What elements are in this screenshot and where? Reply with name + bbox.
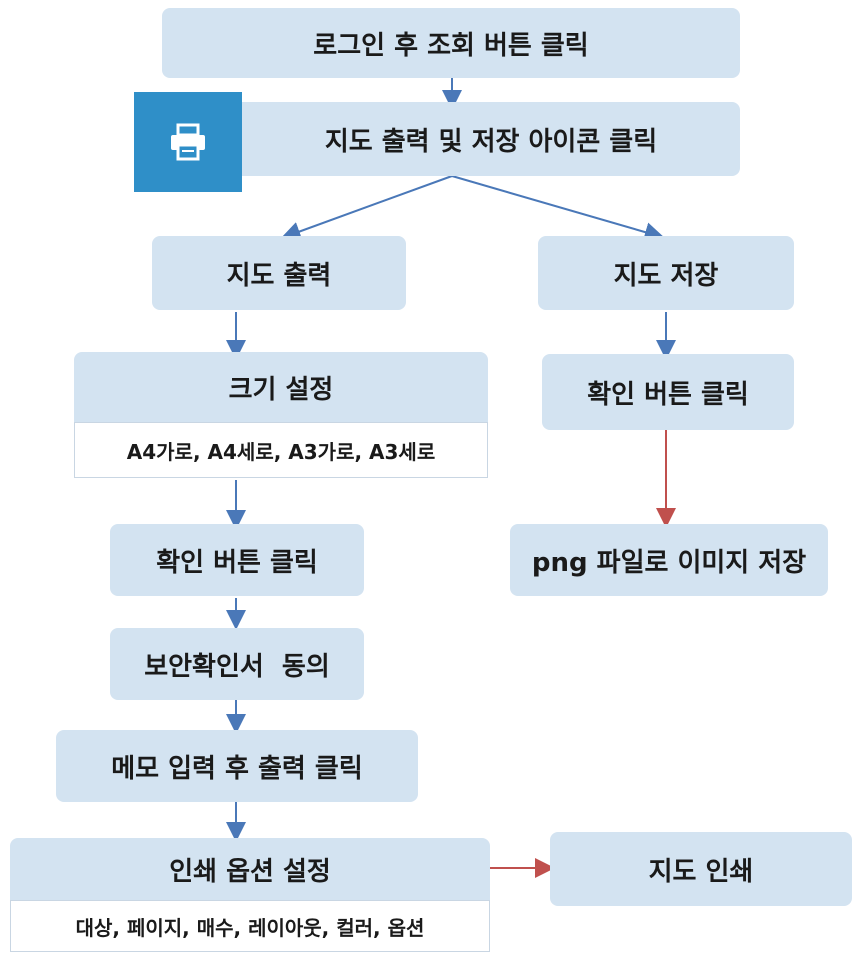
size-options: A4가로, A4세로, A3가로, A3세로 [74, 422, 488, 478]
arrow-icon-to-print [280, 175, 453, 241]
printer-icon [171, 123, 205, 161]
step-png-save: png 파일로 이미지 저장 [510, 524, 828, 596]
arrow-icon-to-save [451, 175, 665, 242]
step-icon-click: 지도 출력 및 저장 아이콘 클릭 [242, 102, 740, 176]
printer-icon-badge [134, 92, 242, 192]
step-size-setting: 크기 설정 [74, 352, 488, 422]
step-map-print: 지도 인쇄 [550, 832, 852, 906]
step-save: 지도 저장 [538, 236, 794, 310]
step-memo-print: 메모 입력 후 출력 클릭 [56, 730, 418, 802]
step-print-options: 인쇄 옵션 설정 [10, 838, 490, 900]
step-security-agree: 보안확인서 동의 [110, 628, 364, 700]
step-confirm-right: 확인 버튼 클릭 [542, 354, 794, 430]
print-options-detail: 대상, 페이지, 매수, 레이아웃, 컬러, 옵션 [10, 900, 490, 952]
step-login: 로그인 후 조회 버튼 클릭 [162, 8, 740, 78]
step-confirm-left: 확인 버튼 클릭 [110, 524, 364, 596]
step-print: 지도 출력 [152, 236, 406, 310]
